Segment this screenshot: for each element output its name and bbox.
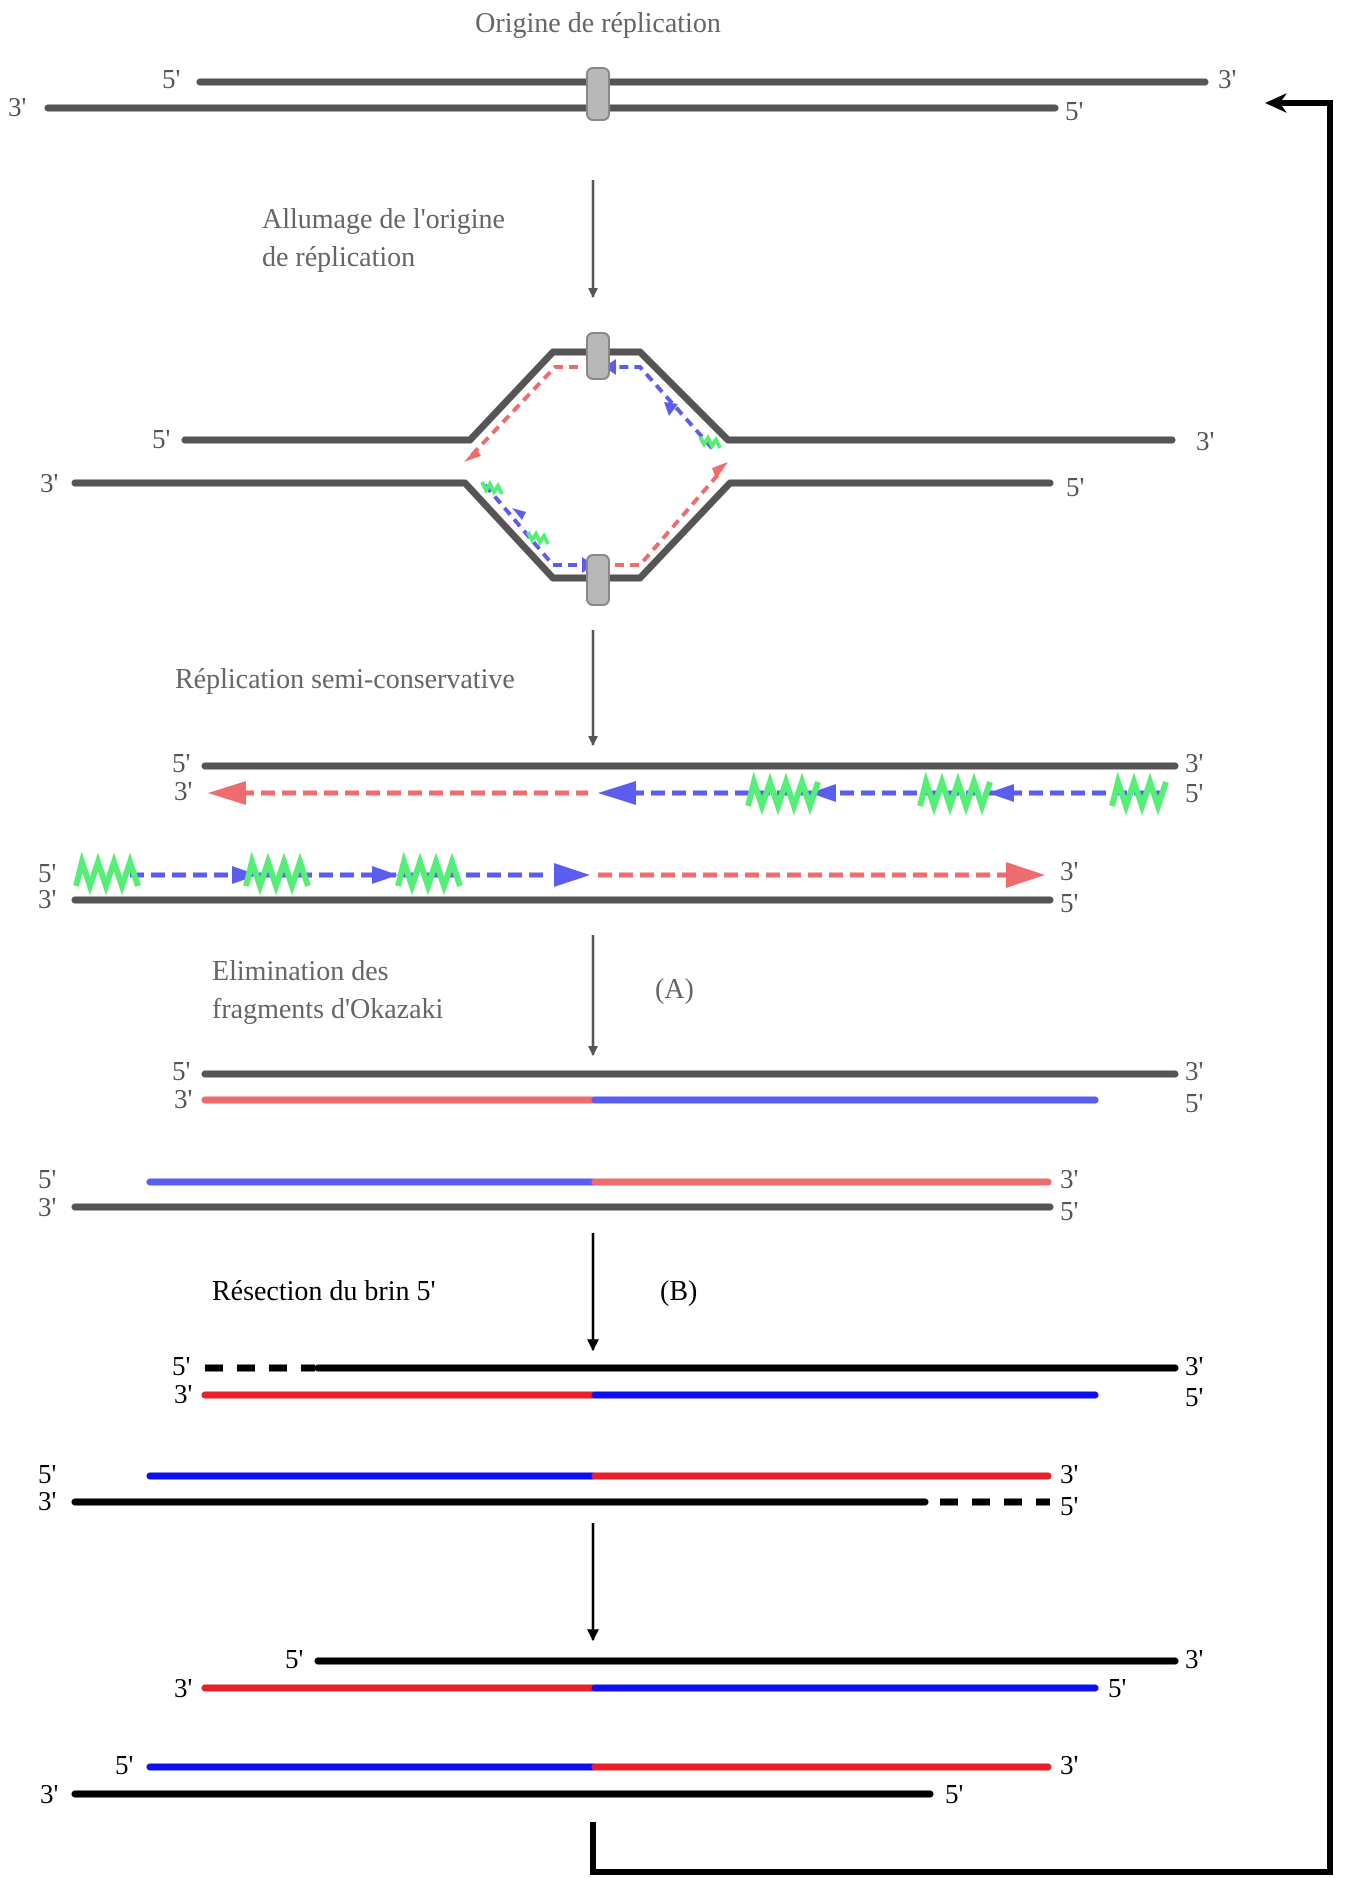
end-label-3: 3' <box>1060 1750 1078 1780</box>
stage-semi-conservative: 5' 3' 3' 5' 5' 3' 3' 5' <box>38 748 1203 918</box>
end-label-5: 5' <box>172 1351 190 1381</box>
arrowhead-icon <box>712 462 728 479</box>
rna-primer-zigzag-icon <box>480 480 504 496</box>
arrowhead-icon <box>512 508 526 520</box>
step-4-tag: (B) <box>660 1276 697 1307</box>
end-label-5: 5' <box>1060 1491 1078 1521</box>
end-label-3: 3' <box>1060 1459 1078 1489</box>
end-label-5: 5' <box>38 1164 56 1194</box>
arrowhead-icon <box>810 784 836 802</box>
end-label-3: 3' <box>1185 1351 1203 1381</box>
end-label-5: 5' <box>1060 1196 1078 1226</box>
rna-primer-zigzag-icon <box>917 771 993 816</box>
end-label-3: 3' <box>174 1673 192 1703</box>
end-label-3: 3' <box>1218 64 1236 94</box>
stage-resection: 5' 3' 3' 5' 5' 3' 3' 5' <box>38 1351 1203 1521</box>
end-label-5: 5' <box>172 748 190 778</box>
rna-primer-zigzag-icon <box>395 851 463 896</box>
end-label-5: 5' <box>945 1779 963 1809</box>
end-label-3: 3' <box>1185 1644 1203 1674</box>
stage-shortened: 5' 3' 3' 5' 5' 3' 3' 5' <box>40 1644 1203 1809</box>
end-label-5: 5' <box>162 64 180 94</box>
step-4-label: Résection du brin 5' <box>212 1276 436 1307</box>
step-3-tag: (A) <box>655 974 694 1005</box>
end-label-3: 3' <box>8 92 26 122</box>
end-label-3: 3' <box>40 1779 58 1809</box>
end-label-3: 3' <box>1185 1056 1203 1086</box>
end-label-5: 5' <box>1066 472 1084 502</box>
step-3-label-line-1: Elimination des <box>212 956 389 987</box>
end-label-3: 3' <box>1196 426 1214 456</box>
stage-replication-bubble: 5' 3' 3' 5' <box>40 332 1214 606</box>
end-label-5: 5' <box>1065 96 1083 126</box>
arrowhead-icon <box>208 781 246 805</box>
step-1-label-line-2: de réplication <box>262 242 415 273</box>
end-label-5: 5' <box>1185 778 1203 808</box>
end-label-5: 5' <box>1185 1382 1203 1412</box>
lagging-strand-top <box>610 365 714 450</box>
end-label-5: 5' <box>1185 1088 1203 1118</box>
end-label-3: 3' <box>38 1192 56 1222</box>
step-2-label: Réplication semi-conservative <box>175 664 515 695</box>
arrowhead-icon <box>988 784 1014 802</box>
end-label-3: 3' <box>174 1379 192 1409</box>
arrowhead-icon <box>1006 862 1045 888</box>
end-label-5: 5' <box>152 424 170 454</box>
rna-primer-zigzag-icon <box>526 530 550 546</box>
arrowhead-icon <box>372 866 398 884</box>
arrowhead-icon <box>664 402 678 416</box>
leading-strand-left <box>468 365 578 459</box>
template-bottom-strand <box>71 479 1054 582</box>
step-1-label-line-1: Allumage de l'origine <box>262 204 505 235</box>
arrowhead-icon <box>1265 93 1287 113</box>
end-label-3: 3' <box>38 1486 56 1516</box>
arrowhead-icon <box>598 781 636 805</box>
arrowhead-icon <box>554 863 590 887</box>
end-label-3: 3' <box>174 1084 192 1114</box>
end-label-5: 5' <box>172 1056 190 1086</box>
origin-cylinder-icon <box>586 67 610 121</box>
origin-cylinder-icon <box>586 332 610 380</box>
origin-title: Origine de réplication <box>475 8 721 39</box>
arrowhead-icon <box>464 448 481 462</box>
cycle-return-arrow <box>590 93 1333 1875</box>
end-label-3: 3' <box>1060 856 1078 886</box>
end-label-5: 5' <box>285 1644 303 1674</box>
template-top-strand <box>181 348 1176 444</box>
rna-primer-zigzag-icon <box>745 771 821 816</box>
end-label-5: 5' <box>38 1459 56 1489</box>
end-label-3: 3' <box>40 468 58 498</box>
rna-primer-zigzag-icon <box>73 851 141 896</box>
origin-cylinder-icon <box>586 554 610 606</box>
rna-primer-zigzag-icon <box>243 851 311 896</box>
end-label-5: 5' <box>38 858 56 888</box>
step-3-label-line-2: fragments d'Okazaki <box>212 994 444 1025</box>
end-label-3: 3' <box>1060 1164 1078 1194</box>
end-label-3: 3' <box>1185 748 1203 778</box>
lagging-strand-bottom <box>483 483 588 567</box>
stage-origin: 5' 3' 3' 5' <box>8 64 1236 126</box>
stage-okazaki-removed: 5' 3' 3' 5' 5' 3' 3' 5' <box>38 1056 1203 1226</box>
end-label-5: 5' <box>115 1750 133 1780</box>
end-label-5: 5' <box>1108 1673 1126 1703</box>
end-label-3: 3' <box>174 776 192 806</box>
leading-strand-right <box>615 468 724 567</box>
rna-primer-zigzag-icon <box>1109 771 1169 816</box>
rna-primer-zigzag-icon <box>698 434 722 450</box>
end-label-5: 5' <box>1060 888 1078 918</box>
arrowhead-icon <box>232 866 258 884</box>
end-label-3: 3' <box>38 884 56 914</box>
